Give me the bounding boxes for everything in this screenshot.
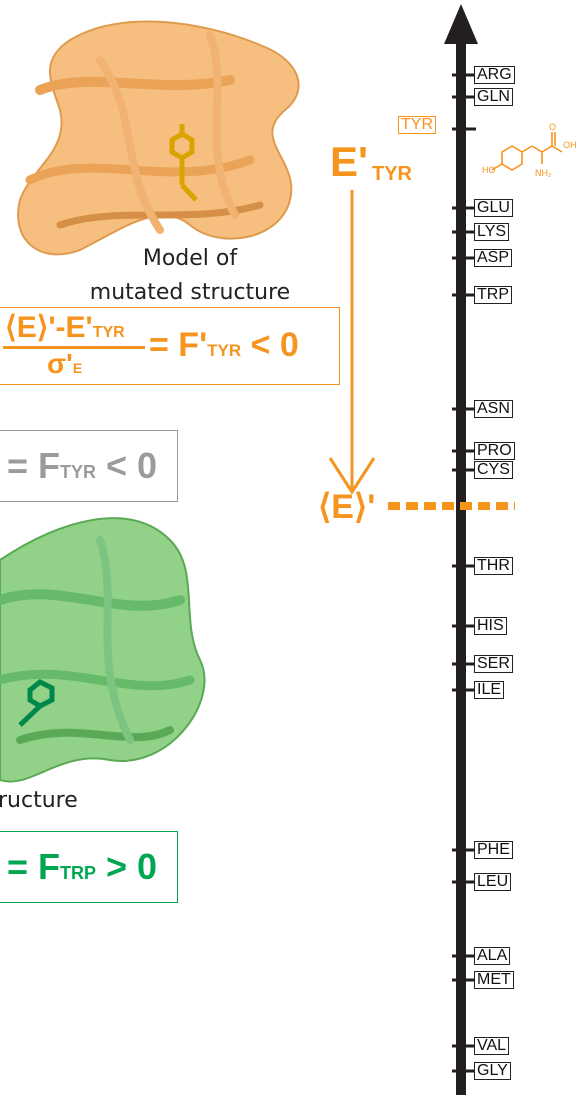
residue-label-met: MET <box>474 971 514 989</box>
residue-label-ile: ILE <box>474 681 505 699</box>
residue-label-asn: ASN <box>474 400 513 418</box>
native-formula-result: = F <box>7 846 61 887</box>
mutated-protein-ribbon <box>17 20 300 256</box>
residue-label-ala: ALA <box>474 947 511 965</box>
formula-relation: < 0 <box>250 326 299 364</box>
shift-arrow <box>328 190 376 495</box>
formula-result: = F' <box>149 326 208 364</box>
tyrosine-sidechain <box>169 124 198 202</box>
residue-label-gly: GLY <box>474 1062 511 1080</box>
residue-label-ser: SER <box>474 655 513 673</box>
residue-label-leu: LEU <box>474 873 512 891</box>
residue-label-arg: ARG <box>474 66 515 84</box>
tyrosine-molecule <box>491 132 563 171</box>
residue-label-his: HIS <box>474 617 507 635</box>
residue-label-pro: PRO <box>474 442 515 460</box>
energy-tyr-symbol: E' <box>330 138 368 185</box>
atom-o: O <box>549 122 556 132</box>
gray-formula-sub: TYR <box>60 462 97 482</box>
atom-nh2: NH₂ <box>535 168 552 178</box>
mutated-caption-line2: mutated structure <box>89 280 291 305</box>
native-formula-relation: > 0 <box>106 846 158 887</box>
axis-ticks <box>452 73 476 1073</box>
formula-numerator: ⟨E⟩'-E' <box>5 311 93 344</box>
residue-label-val: VAL <box>474 1037 510 1055</box>
residue-label-gln: GLN <box>474 88 513 106</box>
native-protein-ribbon <box>0 517 206 783</box>
residue-label-thr: THR <box>474 557 513 575</box>
native-formula-box: = FTRP > 0 <box>0 831 178 903</box>
gray-formula-relation: < 0 <box>106 445 158 486</box>
native-formula-sub: TRP <box>60 863 97 883</box>
residue-label-phe: PHE <box>474 841 513 859</box>
residue-label-tyr: TYR <box>398 116 436 134</box>
residue-label-glu: GLU <box>474 199 513 217</box>
energy-axis <box>444 4 478 1095</box>
formula-result-sub: TYR <box>207 341 242 360</box>
energy-tyr-subscript: TYR <box>372 163 413 185</box>
gray-formula-result: = F <box>7 445 61 486</box>
residue-label-trp: TRP <box>474 286 512 304</box>
residue-label-cys: CYS <box>474 461 513 479</box>
tryptophan-sidechain <box>18 679 55 727</box>
atom-ho: HO <box>482 165 496 175</box>
residue-label-lys: LYS <box>474 223 510 241</box>
formula-numerator-sub: TYR <box>92 324 125 341</box>
fraction-bar <box>3 346 145 349</box>
mutated-caption-line1: Model of <box>142 246 238 271</box>
residue-label-asp: ASP <box>474 249 513 267</box>
mutated-formula-box: ⟨E⟩'-E'TYR σ'E = F'TYR < 0 <box>0 307 340 385</box>
formula-denominator: σ' <box>47 348 73 379</box>
gray-formula-box: = FTYR < 0 <box>0 430 178 502</box>
formula-denominator-sub: E <box>72 360 83 376</box>
mean-energy-label: ⟨E⟩' <box>318 488 375 526</box>
native-caption: ructure <box>0 788 78 813</box>
atom-oh: OH <box>563 140 577 150</box>
